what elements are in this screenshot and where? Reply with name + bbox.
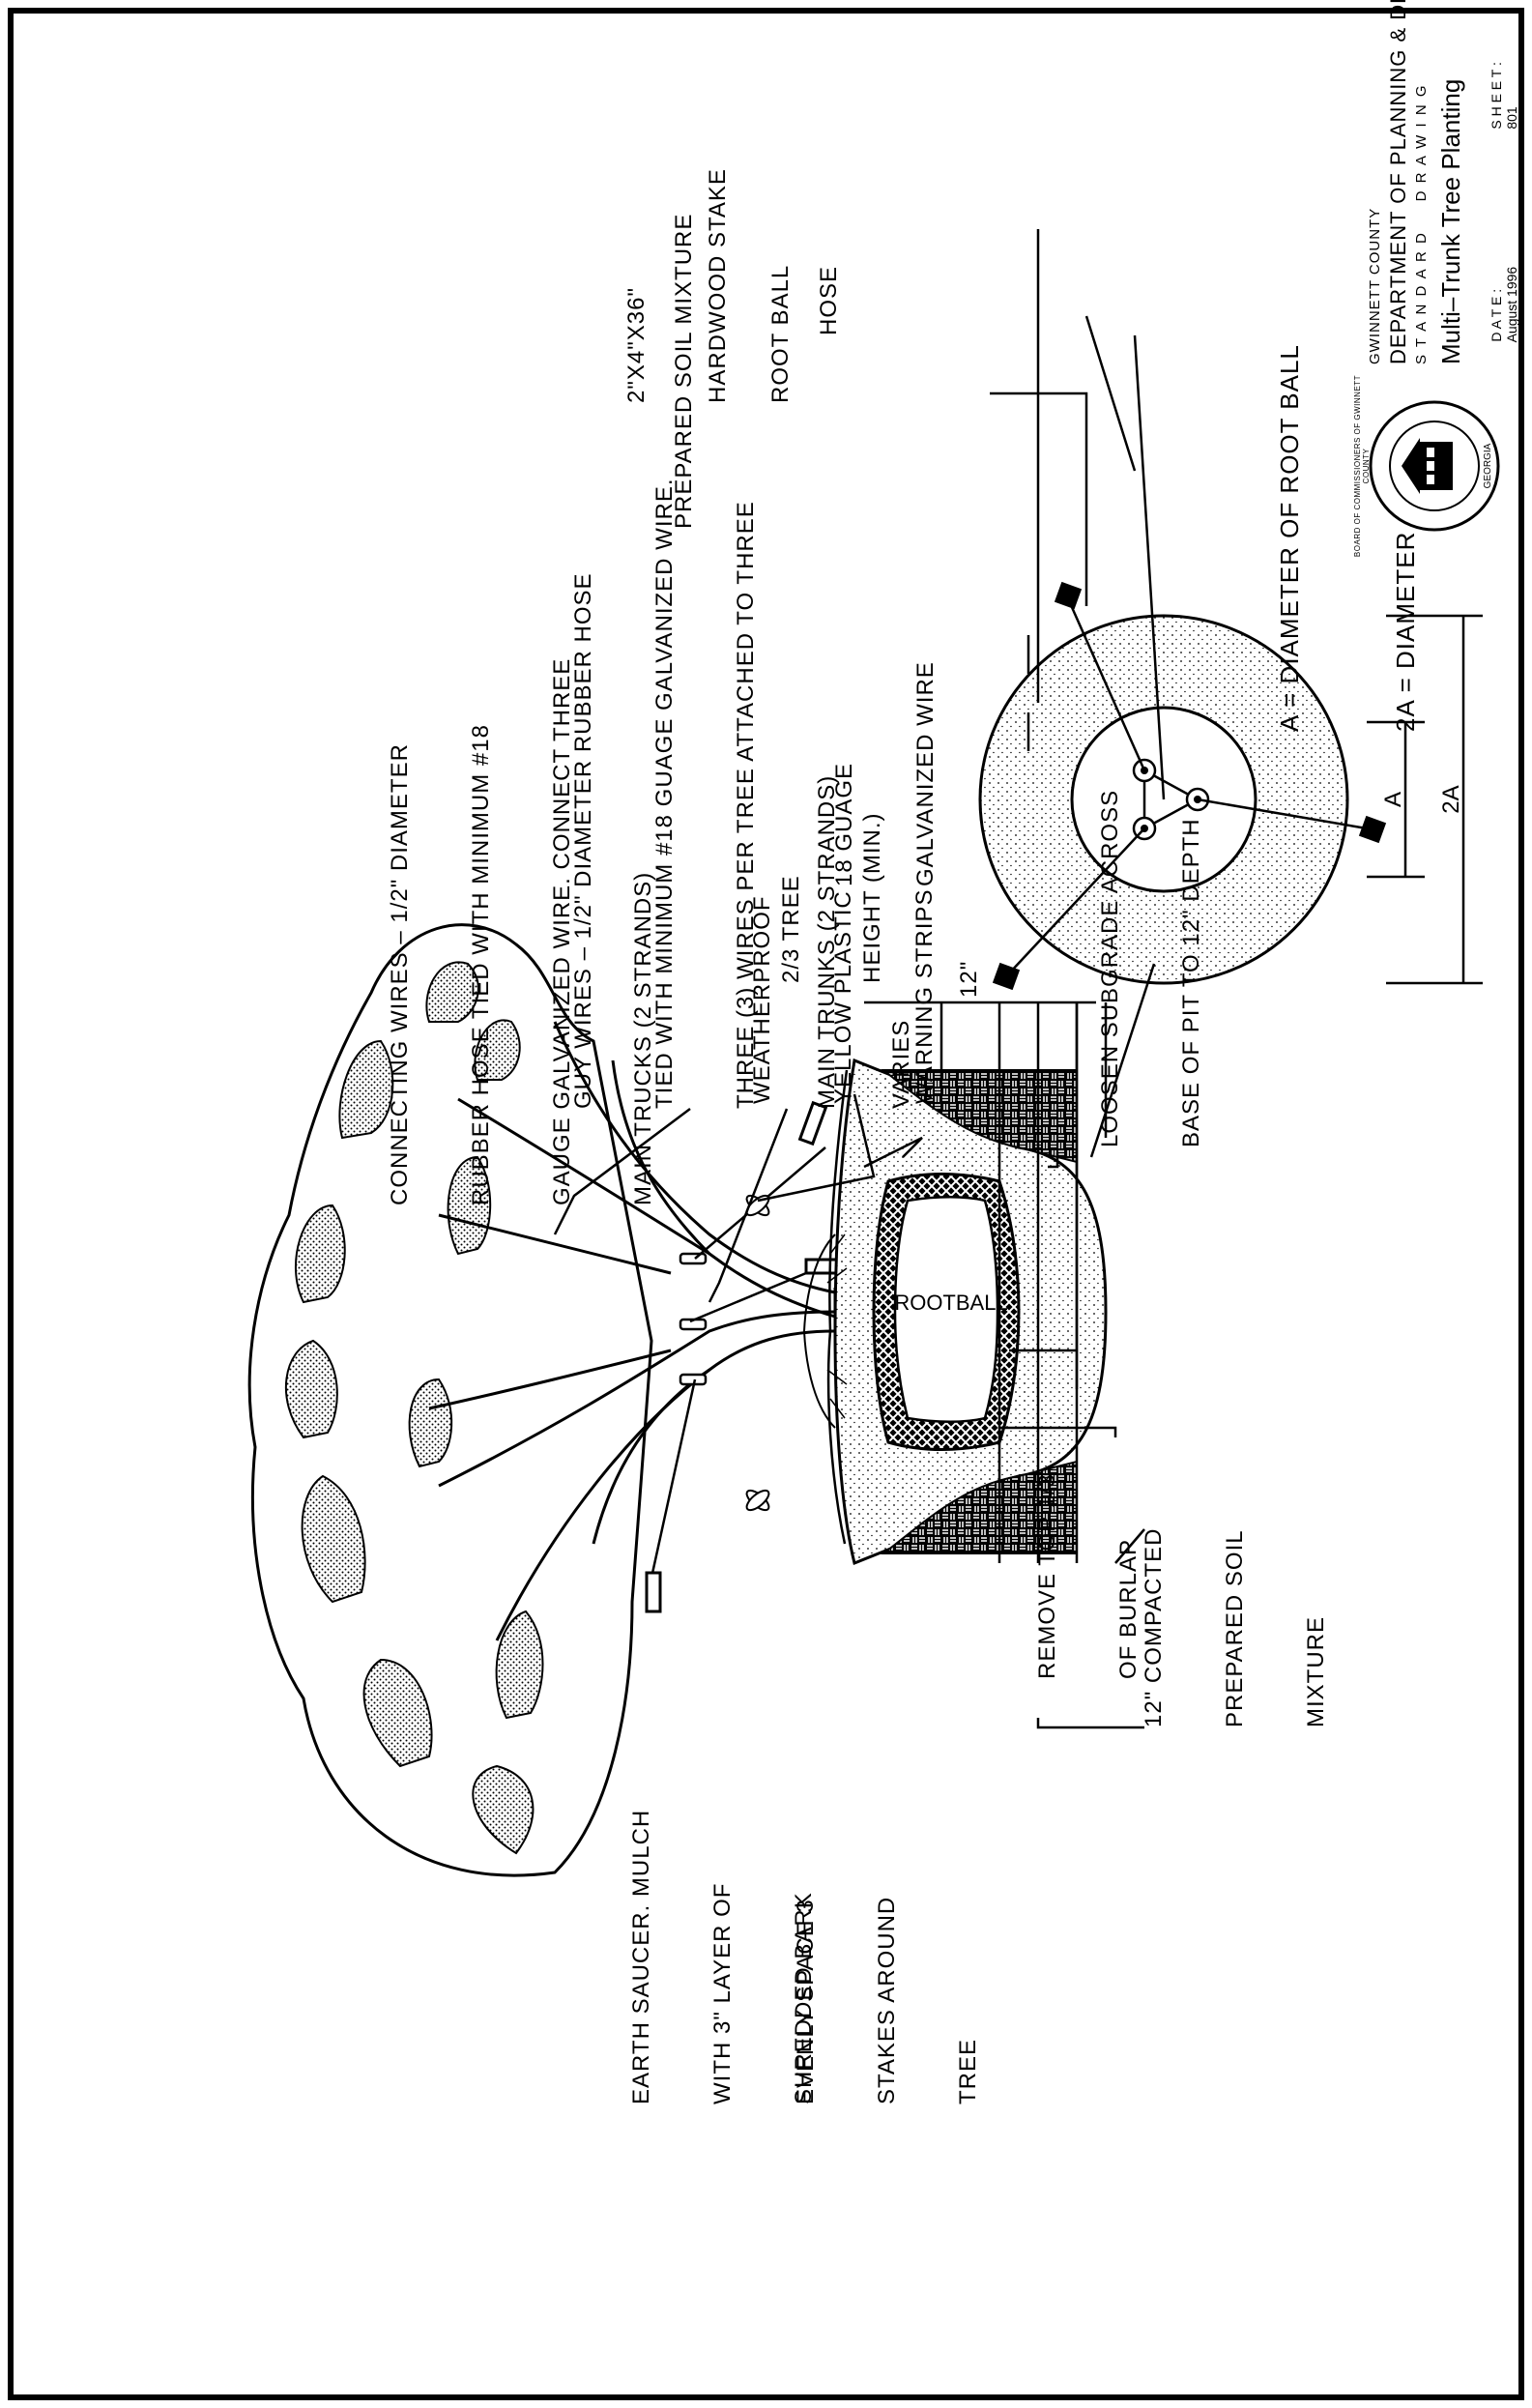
- seal-top-text: BOARD OF COMMISSIONERS OF GWINNETT COUNT…: [1353, 374, 1371, 558]
- drawing-title: Multi–Trunk Tree Planting: [1436, 78, 1465, 364]
- label-wire: 18 GUAGE GALVANIZED WIRE: [831, 661, 939, 886]
- label-hose: HOSE: [816, 265, 842, 335]
- county-name: GWINNETT COUNTY: [1367, 207, 1383, 364]
- seal-bottom-text: GEORGIA: [1483, 443, 1493, 488]
- department-name: DEPARTMENT OF PLANNING & DEVELOPMENT: [1386, 0, 1410, 364]
- label-stake: 2"X4"X36" HARDWOOD STAKE: [623, 168, 731, 403]
- label-burlap: REMOVE TOP 1/3 OF BURLAP: [1034, 1473, 1142, 1679]
- label-loosen-subgrade: LOOSEN SUBGRADE ACROSS BASE OF PIT TO 12…: [1097, 789, 1204, 1147]
- rootball-label: ROOTBALL: [894, 1291, 1007, 1315]
- date-row: D A T E : August 1996: [1489, 266, 1519, 343]
- warning-strips: [745, 1194, 770, 1512]
- title-block: GEORGIA BOARD OF COMMISSIONERS OF GWINNE…: [1353, 0, 1519, 558]
- guy-wires: [650, 1146, 826, 1579]
- existing-soil: [881, 1069, 1078, 1554]
- dim-a: A: [1380, 792, 1406, 807]
- drawing-sheet: ROOTBALL: [8, 0, 1524, 2400]
- plan-view: A 2A: [978, 229, 1483, 1158]
- label-varies: VARIES: [888, 1019, 914, 1109]
- tree-trunks: [428, 1021, 837, 1641]
- label-earth-saucer: EARTH SAUCER. MULCH WITH 3" LAYER OF SHR…: [628, 1809, 817, 2104]
- dim-2a: 2A: [1438, 785, 1464, 813]
- leader-lines: [553, 1093, 1145, 1729]
- standard-drawing: S T A N D A R D D R A W I N G: [1413, 83, 1430, 364]
- rotated-drawing: ROOTBALL: [14, 0, 1519, 2394]
- tree-crown: [247, 923, 653, 1877]
- elevation-drawing: ROOTBALL: [247, 229, 1483, 1877]
- label-twelve-inch: 12": [956, 960, 982, 998]
- county-seal-graphic: GEORGIA: [1369, 400, 1500, 532]
- sheet-row: S H E E T : 801: [1489, 62, 1519, 130]
